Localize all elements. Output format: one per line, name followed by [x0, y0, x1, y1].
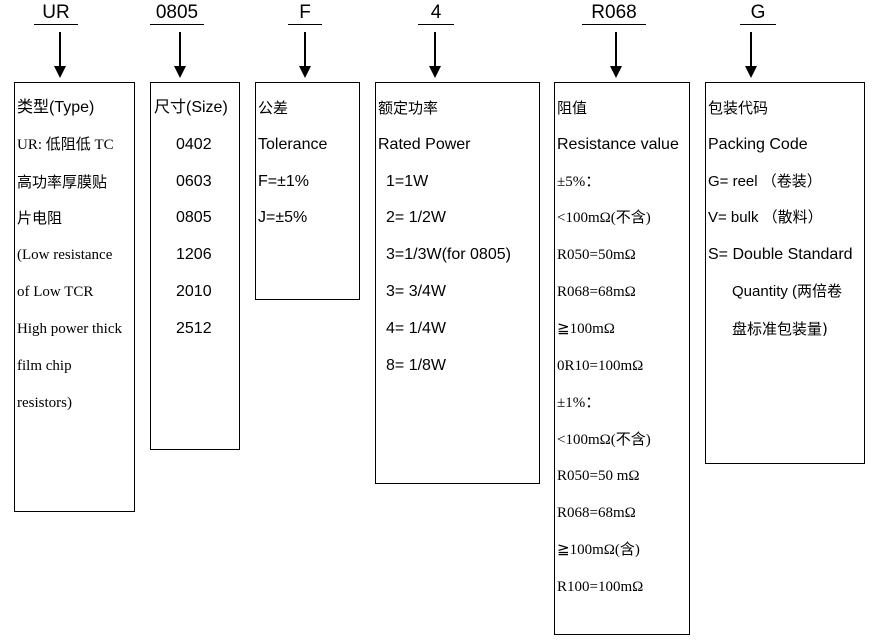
- resistance-line: ≧100mΩ(含): [557, 542, 640, 558]
- code-resistance: R068: [582, 2, 646, 25]
- type-line: 片电阻: [17, 209, 63, 227]
- resistance-line: R050=50 mΩ: [557, 468, 640, 484]
- power-title: 额定功率: [378, 99, 439, 117]
- tolerance-title: 公差: [258, 99, 289, 117]
- resistance-line: <100mΩ(不含): [557, 432, 651, 448]
- code-packing: G: [740, 2, 776, 25]
- resistance-box: [554, 82, 690, 635]
- resistance-line: <100mΩ(不含): [557, 210, 651, 226]
- resistance-line: 0R10=100mΩ: [557, 358, 644, 374]
- type-line: UR: 低阻低 TC: [17, 137, 114, 153]
- power-line: 3=1/3W(for 0805): [386, 246, 511, 263]
- power-line: 1=1W: [386, 173, 429, 190]
- type-line: (Low resistance: [17, 247, 113, 263]
- code-size: 0805: [150, 2, 204, 25]
- size-title: 尺寸(Size): [154, 99, 228, 116]
- size-line: 2010: [176, 283, 212, 300]
- resistance-line: Resistance value: [557, 136, 679, 153]
- size-line: 0402: [176, 136, 212, 153]
- size-line: 0805: [176, 209, 212, 226]
- resistance-line: R068=68mΩ: [557, 505, 636, 521]
- packing-line: 盘标准包装量): [732, 320, 828, 338]
- resistance-line: ±1%：: [557, 395, 601, 411]
- power-line: 2= 1/2W: [386, 209, 447, 226]
- size-box: [150, 82, 240, 450]
- type-line: film chip: [17, 358, 72, 374]
- tolerance-line: Tolerance: [258, 136, 328, 153]
- resistance-line: R100=100mΩ: [557, 579, 644, 595]
- resistance-title: 阻值: [557, 99, 588, 117]
- tolerance-line: F=±1%: [258, 173, 310, 190]
- packing-line: Packing Code: [708, 136, 808, 153]
- tolerance-box: [255, 82, 360, 300]
- packing-title: 包装代码: [708, 99, 769, 117]
- size-line: 1206: [176, 246, 212, 263]
- type-line: 高功率厚膜贴: [17, 173, 108, 191]
- code-tolerance: F: [288, 2, 322, 25]
- tolerance-line: J=±5%: [258, 209, 308, 226]
- type-line: of Low TCR: [17, 284, 94, 300]
- resistance-line: ±5%：: [557, 174, 601, 190]
- packing-box: [705, 82, 865, 464]
- resistance-line: ≧100mΩ: [557, 321, 615, 337]
- power-line: Rated Power: [378, 136, 471, 153]
- power-line: 3= 3/4W: [386, 283, 447, 300]
- packing-line: S= Double Standard: [708, 246, 853, 263]
- code-power: 4: [418, 2, 454, 25]
- code-type: UR: [34, 2, 78, 25]
- power-line: 8= 1/8W: [386, 357, 447, 374]
- type-box: [14, 82, 135, 512]
- packing-line: G= reel （卷装）: [708, 173, 822, 190]
- packing-line: V= bulk （散料）: [708, 209, 823, 226]
- power-box: [375, 82, 540, 484]
- type-title: 类型(Type): [17, 99, 95, 116]
- size-line: 0603: [176, 173, 212, 190]
- resistance-line: R050=50mΩ: [557, 247, 636, 263]
- type-line: resistors): [17, 395, 72, 411]
- packing-line: Quantity (两倍卷: [732, 283, 843, 300]
- size-line: 2512: [176, 320, 212, 337]
- type-line: High power thick: [17, 321, 122, 337]
- resistance-line: R068=68mΩ: [557, 284, 636, 300]
- power-line: 4= 1/4W: [386, 320, 447, 337]
